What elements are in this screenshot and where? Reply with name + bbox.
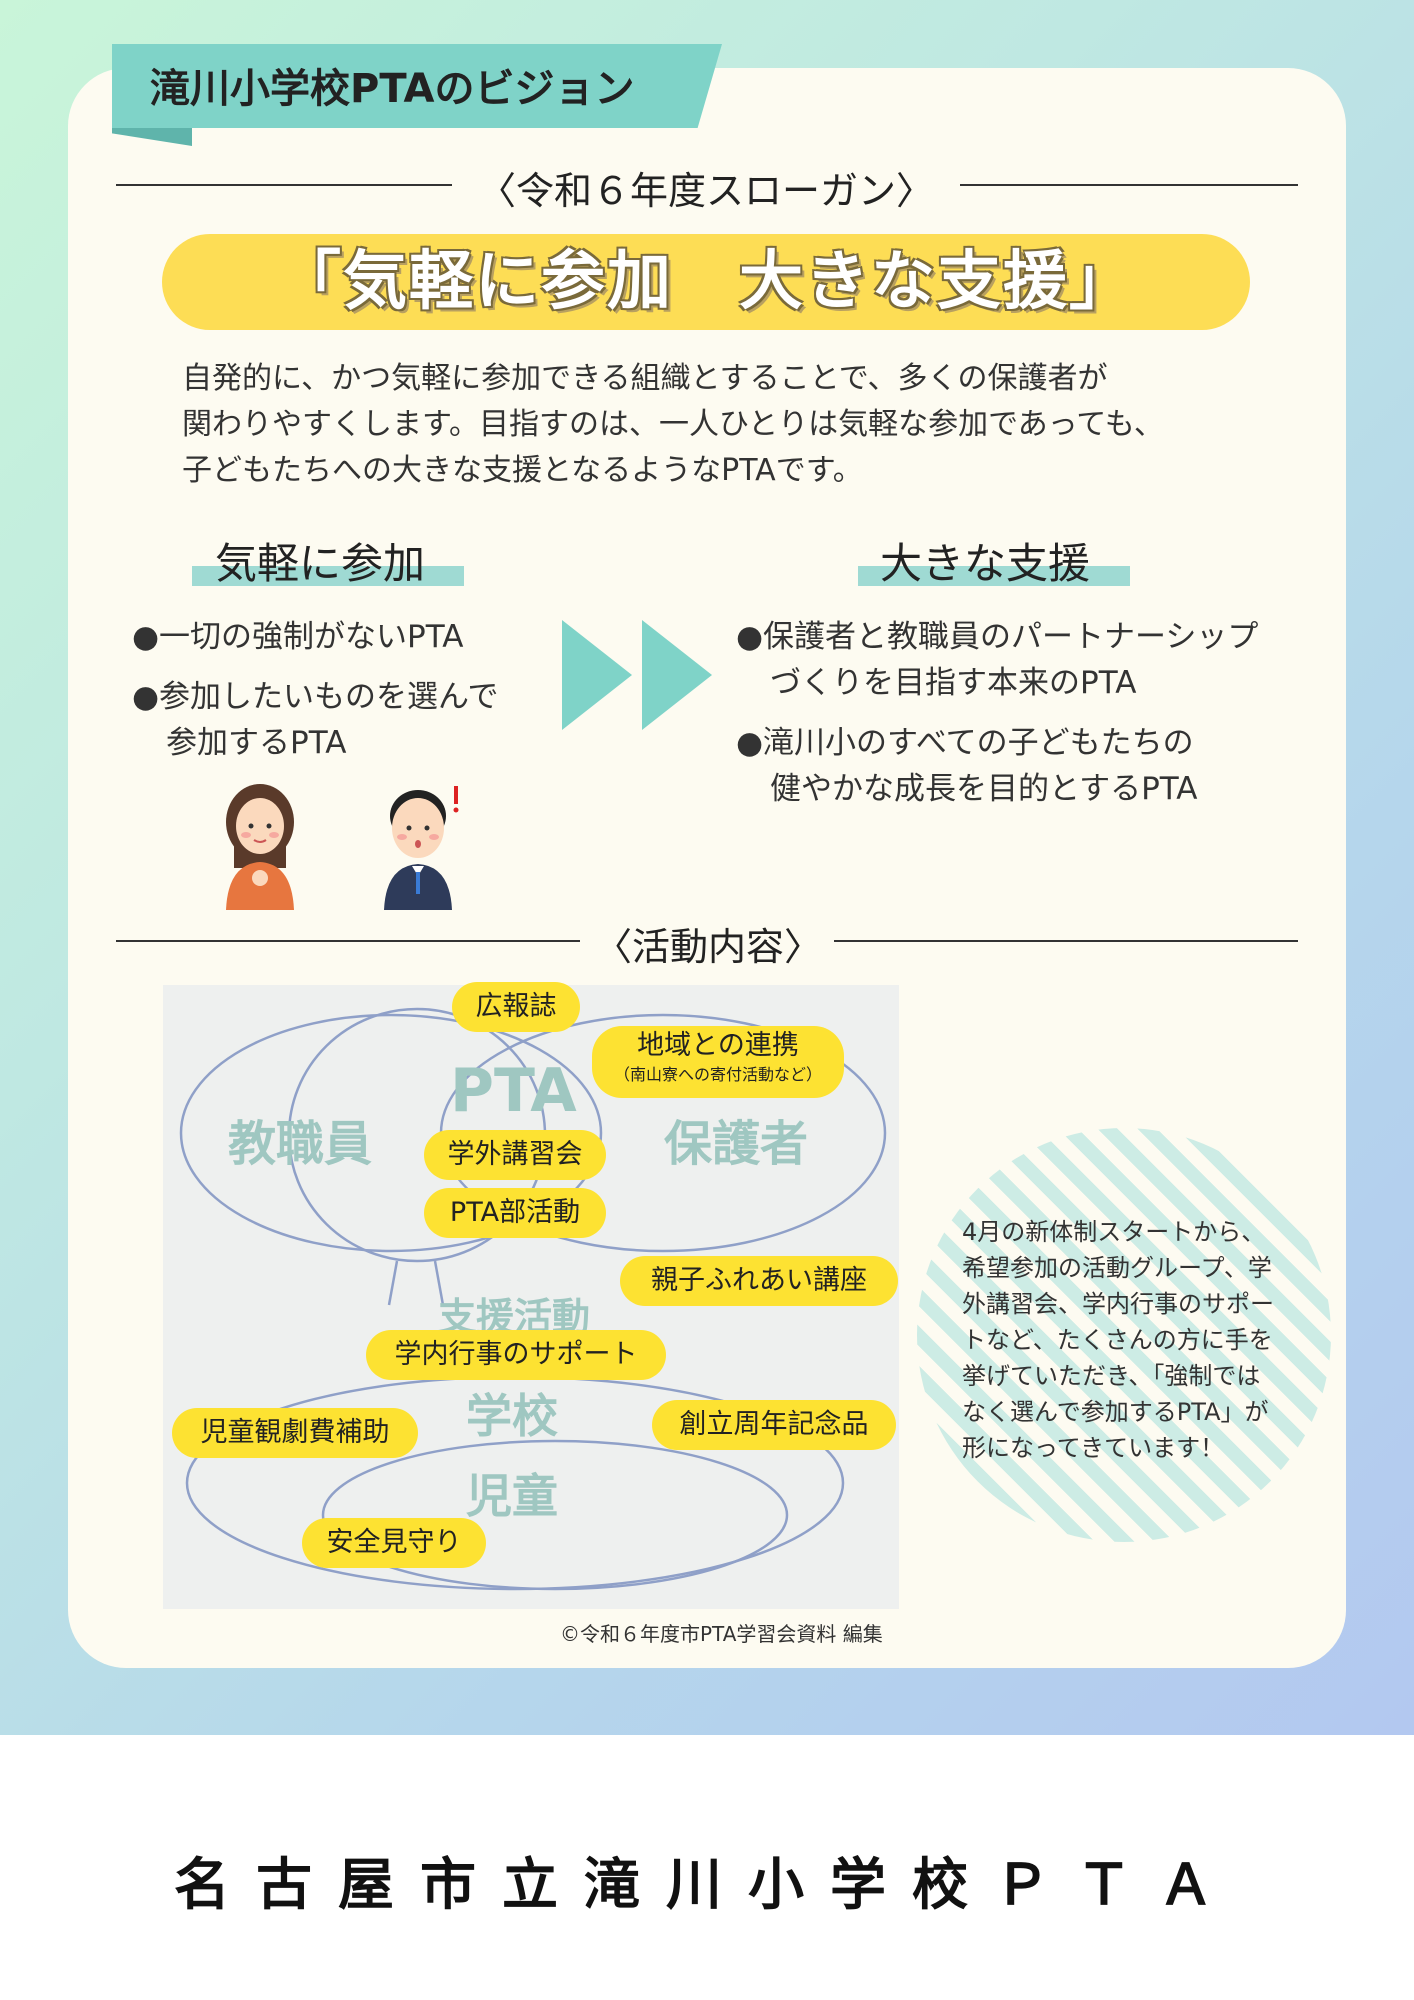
right-column-heading: 大きな支援 (880, 539, 1091, 588)
activity-safety: 安全見守り (302, 1518, 486, 1568)
right-heading-underline (858, 566, 1130, 586)
page-title: 滝川小学校PTAのビジョン (150, 66, 635, 112)
activity-newsletter: 広報誌 (452, 982, 580, 1032)
left-bullet-list: ●一切の強制がないPTA ●参加したいものを選んで 参加するPTA (132, 614, 499, 780)
slogan-text: 「気軽に参加 大きな支援」 (277, 245, 1135, 319)
intro-line: 関わりやすくします。目指すのは、一人ひとりは気軽な参加であっても、 (182, 407, 1164, 442)
footer-org-name: 名古屋市立滝川小学校ＰＴＡ (174, 1853, 1240, 1918)
children-label: 児童 (466, 1469, 558, 1523)
woman-illustration-icon (226, 784, 294, 910)
title-ribbon (112, 44, 722, 128)
divider-right (834, 940, 1298, 942)
double-arrow-icon (562, 620, 712, 730)
intro-paragraph: 自発的に、かつ気軽に参加できる組織とすることで、多くの保護者が 関わりやすくしま… (182, 356, 1302, 494)
parents-label: 保護者 (664, 1116, 809, 1172)
left-column-heading: 気軽に参加 (215, 539, 426, 588)
note-circle (917, 1128, 1331, 1542)
activity-club: PTA部活動 (424, 1188, 606, 1238)
activity-community: 地域との連携 （南山寮への寄付活動など） (592, 1026, 844, 1098)
teachers-label: 教職員 (228, 1116, 373, 1172)
slogan-section-heading: 〈令和６年度スローガン〉 (477, 169, 934, 213)
list-item: ●参加したいものを選んで 参加するPTA (132, 679, 499, 761)
activity-school-events: 学内行事のサポート (366, 1330, 666, 1380)
activity-parent-child: 親子ふれあい講座 (620, 1256, 898, 1306)
divider-left (116, 184, 452, 186)
slogan-banner (162, 234, 1250, 330)
activity-lecture: 学外講習会 (424, 1130, 606, 1180)
note-text: 4月の新体制スタートから、 希望参加の活動グループ、学 外講習会、学内行事のサポ… (962, 1218, 1274, 1462)
pta-label: PTA (450, 1056, 577, 1126)
list-item: ●滝川小のすべての子どもたちの 健やかな成長を目的とするPTA (736, 725, 1198, 807)
activity-anniversary: 創立周年記念品 (652, 1400, 896, 1450)
divider-right (960, 184, 1298, 186)
diagram-credit: ©令和６年度市PTA学習会資料 編集 (560, 1622, 883, 1646)
right-bullet-list: ●保護者と教職員のパートナーシップ づくりを目指す本来のPTA ●滝川小のすべて… (736, 614, 1258, 826)
school-label: 学校 (466, 1389, 558, 1443)
intro-line: 子どもたちへの大きな支援となるようなPTAです。 (182, 453, 863, 488)
activities-section-heading: 〈活動内容〉 (593, 925, 822, 969)
left-heading-underline (192, 566, 464, 586)
intro-line: 自発的に、かつ気軽に参加できる組織とすることで、多くの保護者が (182, 361, 1108, 396)
man-surprised-illustration-icon (384, 786, 459, 910)
divider-left (116, 940, 580, 942)
list-item: ●保護者と教職員のパートナーシップ づくりを目指す本来のPTA (736, 619, 1259, 701)
list-item: ●一切の強制がないPTA (132, 619, 464, 655)
activity-theater: 児童観劇費補助 (172, 1408, 418, 1458)
